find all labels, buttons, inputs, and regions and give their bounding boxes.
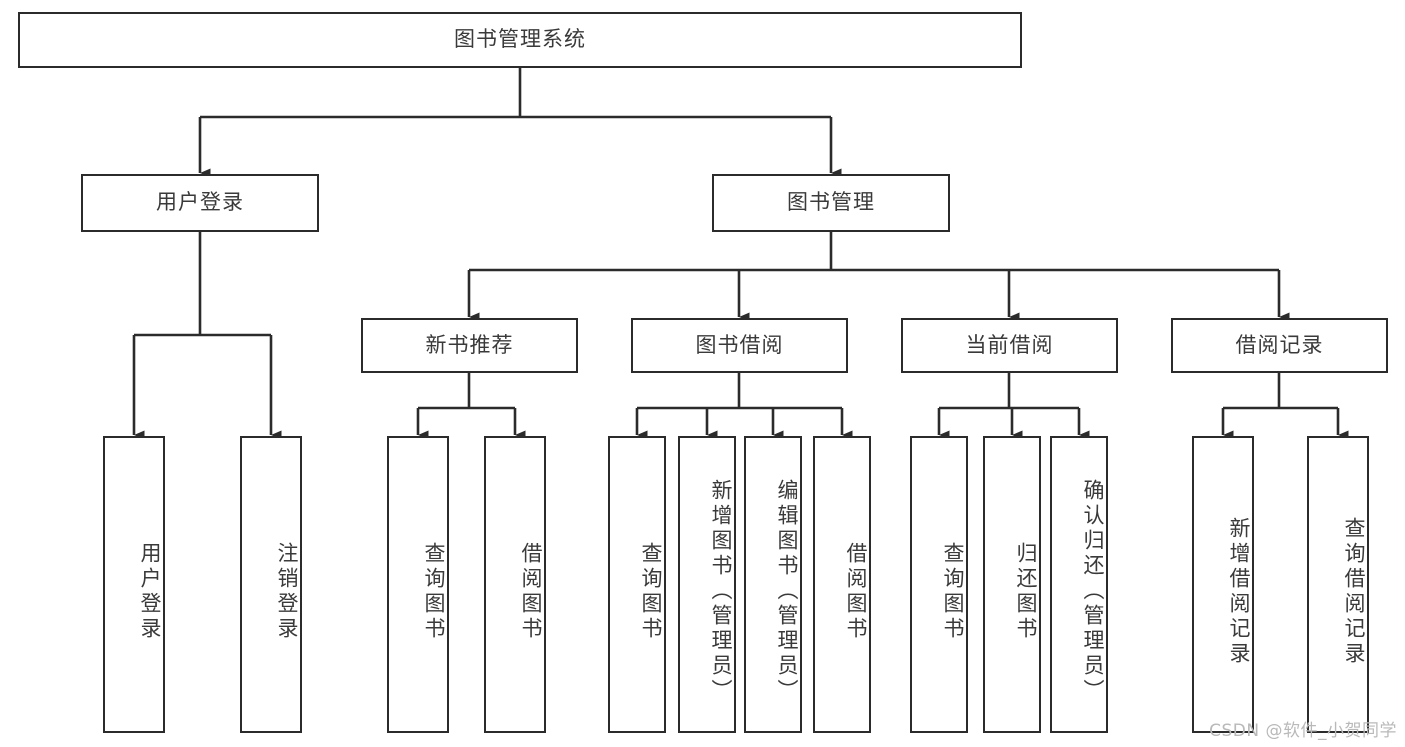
node-label: 当前借阅 bbox=[965, 332, 1054, 357]
node-leaf-query-record[interactable]: 查询借阅记录 bbox=[1307, 436, 1369, 733]
node-leaf-query-book-1[interactable]: 查询图书 bbox=[387, 436, 449, 733]
node-label: 注销登录 bbox=[275, 541, 299, 642]
node-label: 图书管理系统 bbox=[454, 27, 586, 52]
node-label: 确认归还（管理员） bbox=[1081, 479, 1105, 704]
node-book-manage[interactable]: 图书管理 bbox=[712, 174, 950, 232]
node-label: 新书推荐 bbox=[425, 332, 514, 357]
node-label: 查询图书 bbox=[422, 541, 446, 642]
node-label: 新增图书（管理员） bbox=[709, 479, 733, 704]
node-label: 图书借阅 bbox=[695, 332, 784, 357]
node-label: 查询图书 bbox=[639, 541, 663, 642]
edges-group bbox=[132, 68, 1349, 440]
node-leaf-borrow-book-1[interactable]: 借阅图书 bbox=[484, 436, 546, 733]
node-leaf-query-book-2[interactable]: 查询图书 bbox=[608, 436, 666, 733]
node-label: 借阅图书 bbox=[519, 541, 543, 642]
node-leaf-query-book-3[interactable]: 查询图书 bbox=[910, 436, 968, 733]
node-new-book-recommend[interactable]: 新书推荐 bbox=[361, 318, 578, 373]
node-borrow-record[interactable]: 借阅记录 bbox=[1171, 318, 1388, 373]
node-label: 查询图书 bbox=[941, 541, 965, 642]
node-current-borrow[interactable]: 当前借阅 bbox=[901, 318, 1118, 373]
node-label: 查询借阅记录 bbox=[1342, 516, 1366, 667]
node-label: 新增借阅记录 bbox=[1227, 516, 1251, 667]
node-label: 借阅图书 bbox=[844, 541, 868, 642]
node-root-图书管理系统[interactable]: 图书管理系统 bbox=[18, 12, 1022, 68]
node-leaf-edit-book[interactable]: 编辑图书（管理员） bbox=[744, 436, 802, 733]
node-label: 用户登录 bbox=[156, 190, 244, 215]
node-leaf-return-book[interactable]: 归还图书 bbox=[983, 436, 1041, 733]
node-leaf-borrow-book-2[interactable]: 借阅图书 bbox=[813, 436, 871, 733]
node-user-login[interactable]: 用户登录 bbox=[81, 174, 319, 232]
node-label: 归还图书 bbox=[1014, 541, 1038, 642]
node-leaf-add-book[interactable]: 新增图书（管理员） bbox=[678, 436, 736, 733]
node-leaf-user-login[interactable]: 用户登录 bbox=[103, 436, 165, 733]
watermark-text: CSDN @软件_小贺同学 bbox=[1209, 721, 1397, 741]
node-leaf-add-record[interactable]: 新增借阅记录 bbox=[1192, 436, 1254, 733]
node-label: 编辑图书（管理员） bbox=[775, 479, 799, 704]
node-leaf-logout[interactable]: 注销登录 bbox=[240, 436, 302, 733]
node-label: 用户登录 bbox=[138, 541, 162, 642]
node-label: 图书管理 bbox=[787, 190, 875, 215]
node-book-borrow[interactable]: 图书借阅 bbox=[631, 318, 848, 373]
node-label: 借阅记录 bbox=[1235, 332, 1324, 357]
node-leaf-confirm-return[interactable]: 确认归还（管理员） bbox=[1050, 436, 1108, 733]
